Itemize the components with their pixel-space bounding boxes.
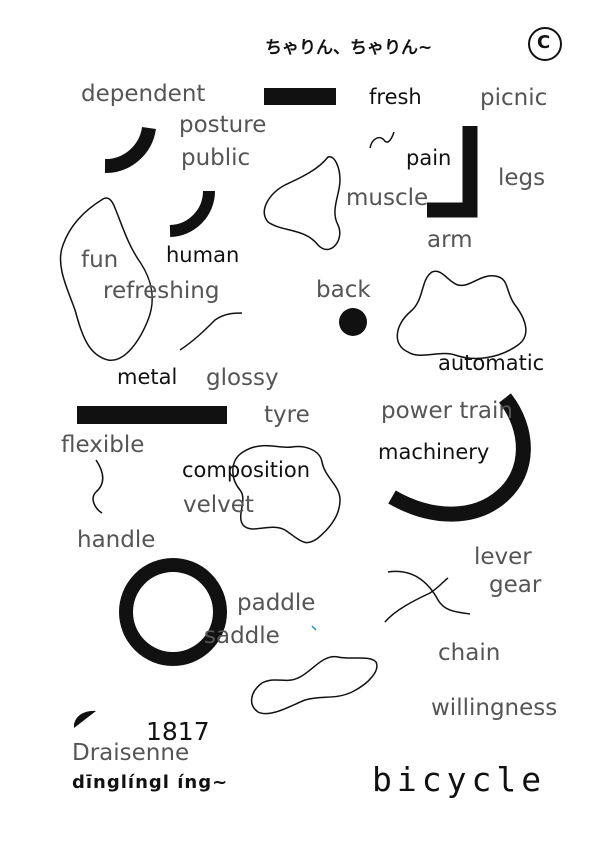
title-bicycle: bicycle	[372, 760, 547, 799]
blob-fun	[59, 197, 153, 361]
word-saddle: saddle	[204, 623, 280, 649]
copyright-circle	[528, 27, 562, 61]
word-gear: gear	[489, 572, 542, 598]
word-automatic: automatic	[438, 351, 545, 375]
word-handle: handle	[77, 527, 156, 553]
arc-human	[169, 190, 215, 237]
word-metal: metal	[117, 365, 178, 389]
word-muscle: muscle	[346, 185, 429, 211]
blob-muscle	[263, 156, 341, 251]
word-legs: legs	[498, 165, 546, 191]
word-fun: fun	[81, 247, 119, 273]
pinyin-bell: dīnglíngl íng~	[72, 772, 229, 793]
blob-composition	[232, 444, 341, 544]
blue-mark	[311, 625, 317, 631]
word-fresh: fresh	[369, 85, 422, 109]
blob-chain	[250, 656, 378, 715]
word-composition: composition	[182, 458, 311, 482]
cross-line-1	[387, 570, 471, 615]
word-human: human	[166, 243, 240, 267]
word-picnic: picnic	[480, 85, 548, 111]
word-tyre: tyre	[264, 402, 310, 428]
cross-line-2	[384, 577, 449, 623]
word-flexible: flexible	[61, 432, 145, 458]
l-bracket	[427, 126, 478, 218]
word-velvet: velvet	[183, 492, 254, 518]
word-power-train: power train	[381, 398, 513, 424]
word-dependent: dependent	[81, 81, 206, 107]
word-willingness: willingness	[431, 695, 558, 721]
word-back: back	[316, 277, 371, 303]
word-machinery: machinery	[378, 440, 490, 464]
year-1817: 1817	[146, 717, 210, 746]
word-paddle: paddle	[237, 590, 316, 616]
arc-dependent	[104, 126, 156, 174]
blob-automatic	[396, 270, 527, 360]
word-pain: pain	[406, 146, 452, 170]
word-refreshing: refreshing	[103, 278, 220, 304]
half-disc	[73, 710, 96, 728]
copyright-letter: C	[537, 32, 551, 53]
word-draisenne: Draisenne	[72, 740, 190, 766]
word-glossy: glossy	[206, 365, 279, 391]
word-public: public	[181, 145, 251, 171]
tilde-squiggle	[369, 131, 395, 149]
word-chain: chain	[438, 640, 501, 666]
word-posture: posture	[179, 112, 267, 138]
squiggle-flexible	[92, 459, 104, 514]
word-arm: arm	[427, 227, 473, 253]
curve-refreshing	[179, 312, 243, 351]
word-lever: lever	[474, 544, 532, 570]
top-bar	[264, 88, 336, 105]
dot-back	[339, 308, 367, 336]
ring-tyre	[119, 558, 227, 666]
onomatopoeia-jp: ちゃりん、ちゃりん~	[265, 38, 433, 58]
bar-metal	[77, 406, 227, 424]
arc-machinery	[388, 393, 531, 522]
